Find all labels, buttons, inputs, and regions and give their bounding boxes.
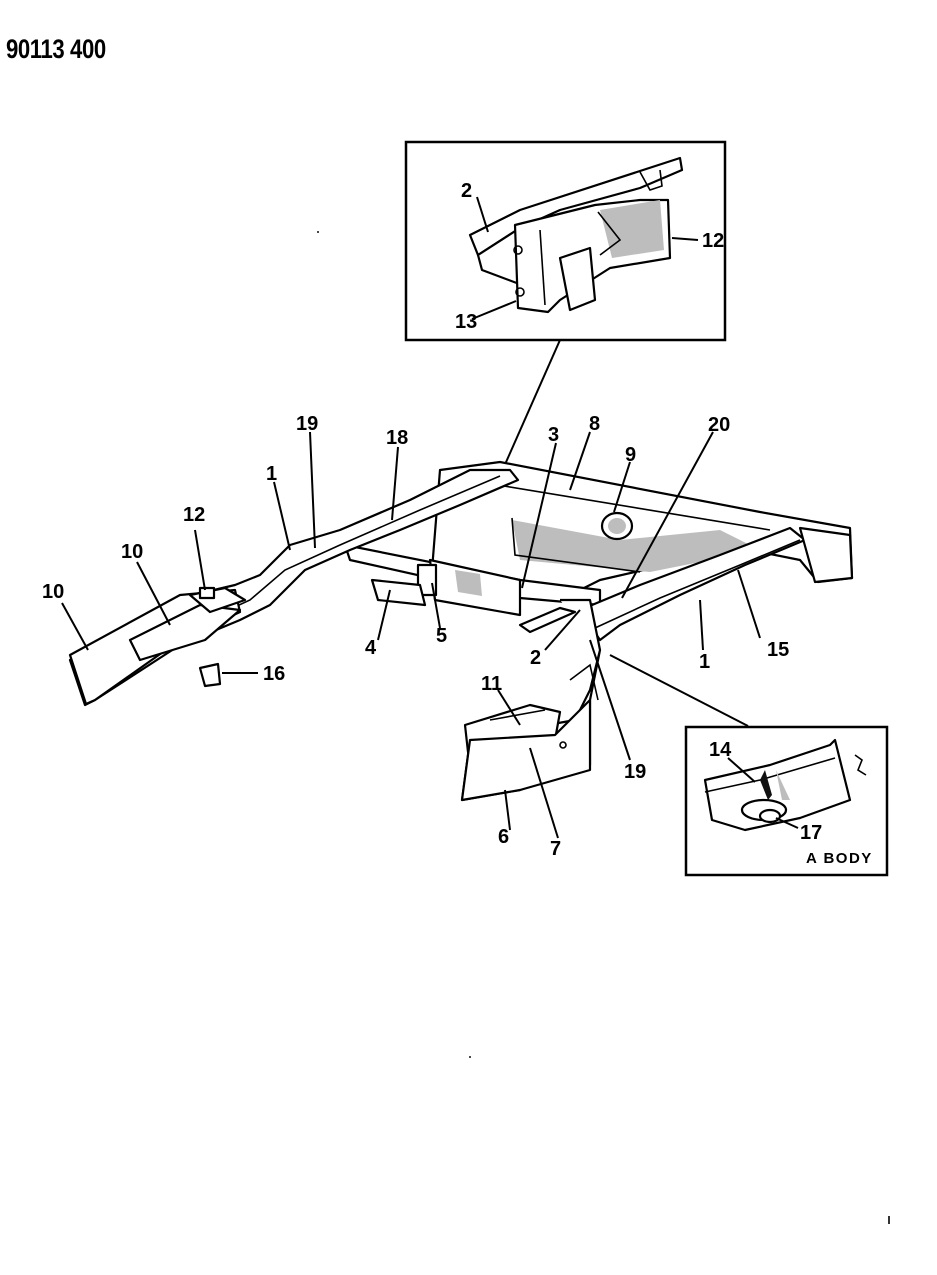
callout-3: 3 [548,424,559,446]
callout-1-right: 1 [699,651,710,673]
callouts: 2 12 13 19 18 1 3 8 9 20 12 10 10 16 4 5… [42,180,873,867]
main-frame [68,460,854,802]
callout-12-left: 10 [121,541,143,563]
callout-19-left: 19 [296,413,318,435]
callout-20: 20 [708,414,730,436]
callout-13: 12 [183,504,205,526]
callout-2-inset: 2 [461,180,472,202]
callout-9: 13 [455,311,477,333]
inset-caption-a-body: A BODY [806,850,873,867]
callout-15: 17 [800,822,822,844]
leader-lines [61,431,761,839]
callout-10-right: 6 [498,826,509,848]
callout-18: 18 [386,427,408,449]
callout-16: 15 [767,639,789,661]
callout-19-right: 19 [624,761,646,783]
callout-1-left: 1 [266,463,277,485]
inset-bracket-detail [404,140,727,342]
callout-14: 14 [709,739,732,761]
callout-10-left: 10 [42,581,64,603]
callout-2-main: 2 [530,647,541,669]
callout-6: 8 [589,413,600,435]
inset-bottom-leader [609,654,749,727]
callout-7: 9 [625,444,636,466]
callout-4: 4 [365,637,377,659]
callout-12-right: 7 [550,838,561,860]
callout-11: 11 [481,673,502,695]
callout-8: 12 [702,230,724,252]
inset-body-detail [684,725,889,877]
callout-5: 5 [436,625,447,647]
scan-marks [317,231,890,1224]
diagram-id: 90113 400 [6,34,106,64]
callout-17: 16 [263,663,285,685]
